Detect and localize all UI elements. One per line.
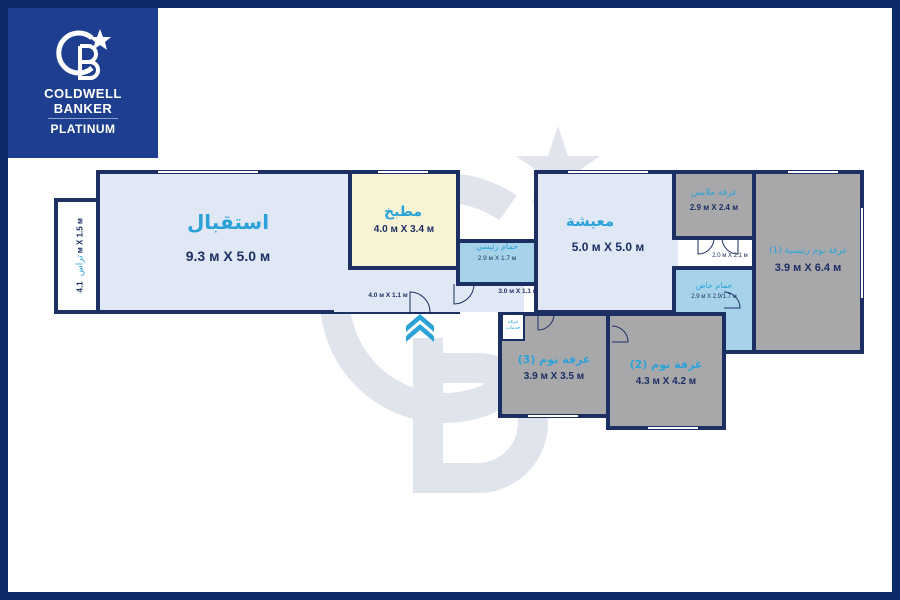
brand-line1: COLDWELL [44, 86, 122, 101]
watermark-star [516, 126, 600, 204]
dressing-dims: 2.9 м X 2.4 м [689, 203, 739, 212]
floor-plan-drawing [54, 126, 864, 493]
room-kitchen [348, 170, 460, 270]
reception-dims: 9.3 м X 5.0 м [185, 248, 271, 264]
main-bath-dims: 2.9 м X 1.7 м [477, 255, 517, 262]
bedroom3-dims: 3.9 м X 3.5 м [523, 371, 585, 382]
terrace-name: تراس [75, 255, 86, 277]
corridor3-dims: 2.0 м X 2.1 м [712, 253, 748, 259]
entrance-arrow-icon [406, 314, 434, 342]
floor-plan-frame: COLDWELL BANKER PLATINUM استقبال 9.3 м X… [8, 8, 892, 592]
room-bedroom2 [606, 312, 726, 430]
bedroom3-name: غرفة نوم (3) [517, 353, 591, 366]
bedroom2-dims: 4.3 м X 4.2 м [635, 376, 697, 387]
brand-logo: COLDWELL BANKER PLATINUM [8, 8, 158, 158]
living-name: معيشة [565, 212, 615, 230]
brand-separator [48, 118, 118, 119]
master-bed-dims: 3.9 м X 6.4 м [774, 262, 842, 274]
private-bath-name: حمام خاص [695, 281, 733, 290]
corridor1-dims: 4.0 м X 1.1 м [368, 292, 408, 299]
living-dims: 5.0 м X 5.0 м [571, 240, 645, 254]
room-terrace [54, 198, 100, 314]
brand-line2: BANKER [53, 101, 113, 116]
reception-name: استقبال [186, 210, 270, 234]
dressing-name: غرفة ملابس [691, 188, 737, 198]
cb-monogram-icon [56, 29, 111, 80]
corridor2-dims: 3.0 м X 1.1 м [498, 288, 538, 295]
terrace-label: تراس 4.1 м X 1.5 м [68, 218, 87, 292]
private-bath-dims: 2.9 м X 2.9/1.7 м [691, 294, 737, 300]
corridor-right [608, 238, 678, 308]
door-swings [409, 237, 741, 343]
brand-line3: PLATINUM [50, 122, 116, 136]
bedroom2-name: غرفة نوم (2) [629, 358, 703, 371]
terrace-dims: 4.1 м X 1.5 м [75, 218, 85, 293]
main-bath-name: حمام رئيسي [476, 242, 518, 251]
master-bed-name: غرفة نوم رئيسية (1) [768, 246, 847, 256]
room-utility [501, 313, 525, 341]
windows [158, 171, 863, 429]
kitchen-dims: 4.0 м X 3.4 м [373, 224, 435, 235]
utility-name: غرفة خدمات [505, 319, 521, 331]
kitchen-name: مطبخ [383, 204, 423, 220]
